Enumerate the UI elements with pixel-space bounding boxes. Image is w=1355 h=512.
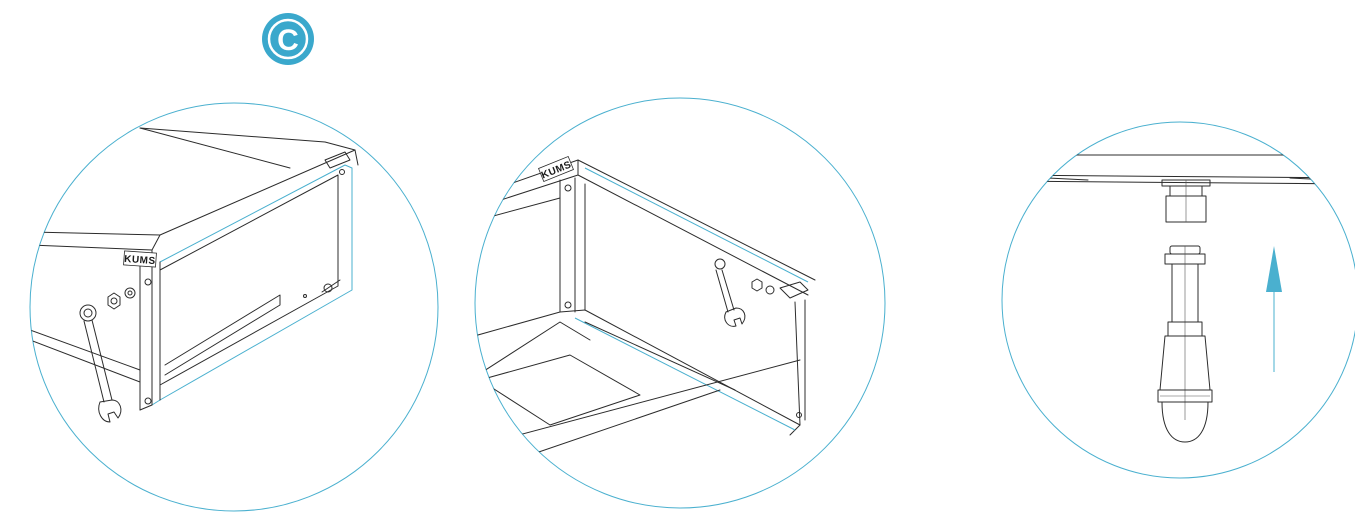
brand-label: KUMS xyxy=(124,254,156,267)
detail-circle-3-outline xyxy=(1001,121,1355,479)
nut-icon-2 xyxy=(751,278,775,295)
detail-circle-1-outline xyxy=(29,102,439,512)
foot-socket xyxy=(1161,179,1211,223)
arrow-up-icon xyxy=(1266,246,1282,372)
step-badge-ring xyxy=(267,18,309,60)
step-badge-label: C xyxy=(277,24,299,57)
step-badge: C xyxy=(262,13,314,65)
detail-circle-1: KUMS xyxy=(29,102,439,512)
detail-circle-3 xyxy=(1001,121,1355,479)
brand-plate-2 xyxy=(538,155,574,183)
wrench-icon-2 xyxy=(714,258,746,327)
detail-circle-2: KUMS xyxy=(474,97,886,509)
cabinet-corner-left: KUMS xyxy=(30,127,359,411)
nut-icon xyxy=(107,292,121,310)
wrench-icon xyxy=(79,304,122,423)
brand-plate xyxy=(123,250,157,268)
cabinet-corner-right: KUMS xyxy=(475,155,816,456)
rear-bolt xyxy=(321,279,341,293)
detail-circle-2-outline xyxy=(474,97,886,509)
leveling-foot-icon xyxy=(1157,245,1213,443)
washer-icon xyxy=(124,287,136,299)
